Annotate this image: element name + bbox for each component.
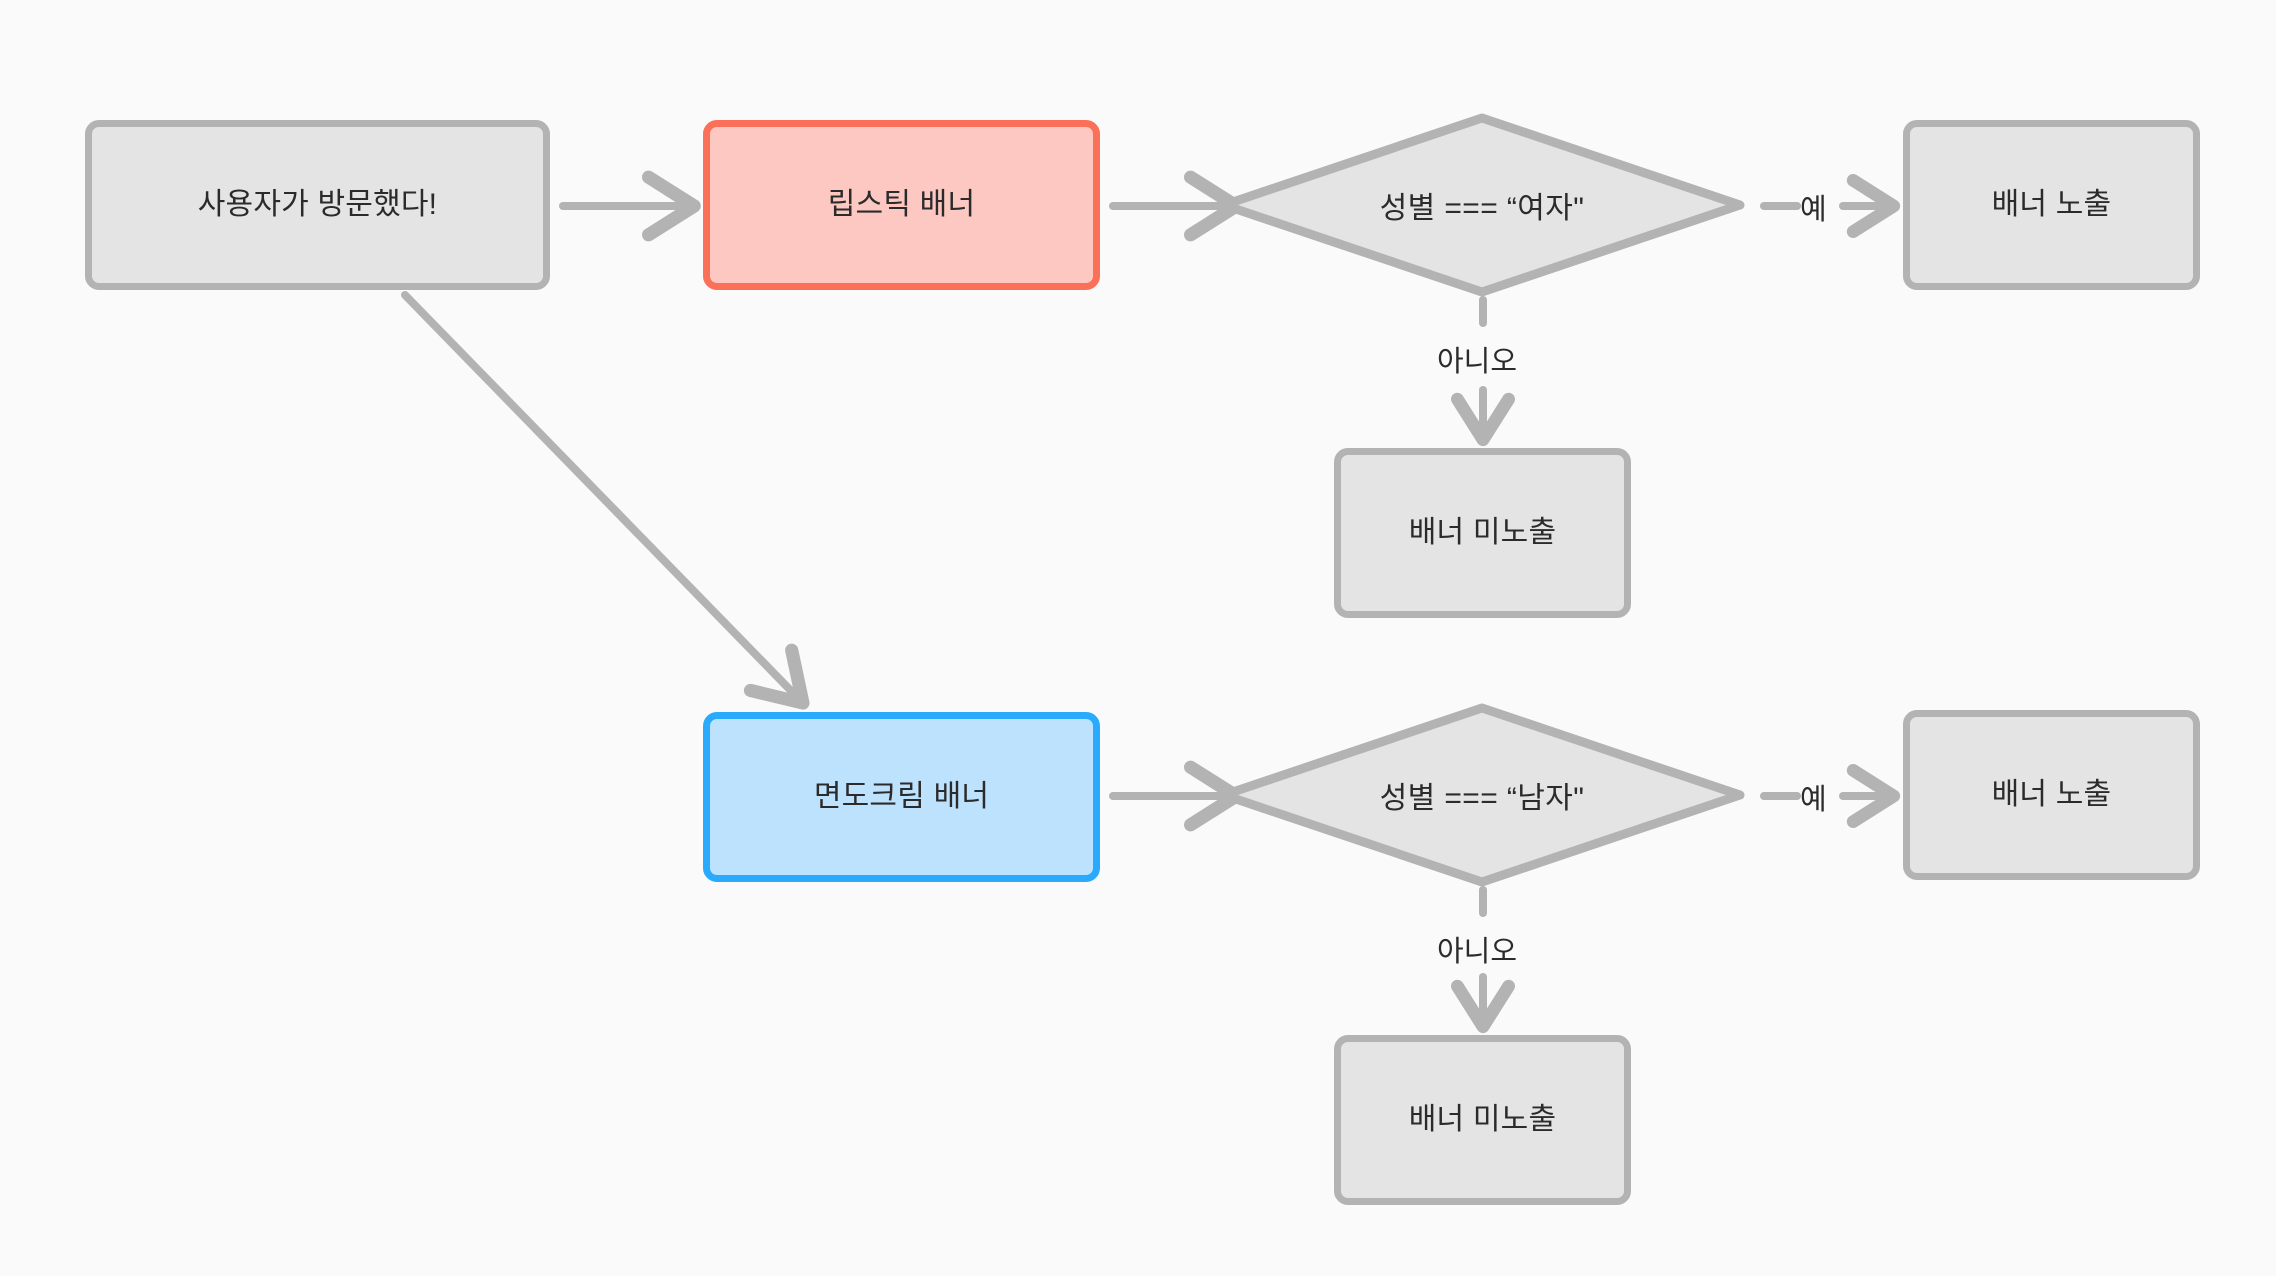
- node-label: 사용자가 방문했다!: [197, 187, 438, 221]
- diamond-shape: [1219, 113, 1745, 297]
- node-label: 배너 미노출: [1408, 1102, 1557, 1136]
- node-lipstick-banner[interactable]: 립스틱 배너: [703, 120, 1100, 290]
- edge-label-text: 예: [1800, 194, 1827, 226]
- node-label: 면도크림 배너: [813, 779, 990, 813]
- node-label: 배너 미노출: [1408, 515, 1557, 549]
- node-hide-banner-male[interactable]: 배너 미노출: [1334, 1035, 1631, 1205]
- node-label: 배너 노출: [1991, 777, 2112, 811]
- node-condition-female[interactable]: 성별 === “여자": [1218, 112, 1746, 298]
- node-show-banner-female[interactable]: 배너 노출: [1903, 120, 2200, 290]
- node-hide-banner-female[interactable]: 배너 미노출: [1334, 448, 1631, 618]
- edge-label-no-female: 아니오: [1437, 338, 1517, 380]
- edge-visit-to-shave: [401, 291, 810, 710]
- edge-label-text: 예: [1800, 784, 1827, 816]
- edge-label-yes-female: 예: [1800, 186, 1827, 228]
- edge-label-text: 아니오: [1437, 346, 1518, 378]
- edge-label-no-male: 아니오: [1437, 928, 1517, 970]
- node-condition-male[interactable]: 성별 === “남자": [1218, 702, 1746, 888]
- diamond-shape: [1219, 703, 1745, 887]
- node-shaving-cream-banner[interactable]: 면도크림 배너: [703, 712, 1100, 882]
- edge-label-text: 아니오: [1437, 936, 1518, 968]
- node-label: 배너 노출: [1991, 187, 2112, 221]
- node-user-visited[interactable]: 사용자가 방문했다!: [85, 120, 550, 290]
- node-show-banner-male[interactable]: 배너 노출: [1903, 710, 2200, 880]
- node-label: 립스틱 배너: [827, 187, 976, 221]
- edge-label-yes-male: 예: [1800, 776, 1827, 818]
